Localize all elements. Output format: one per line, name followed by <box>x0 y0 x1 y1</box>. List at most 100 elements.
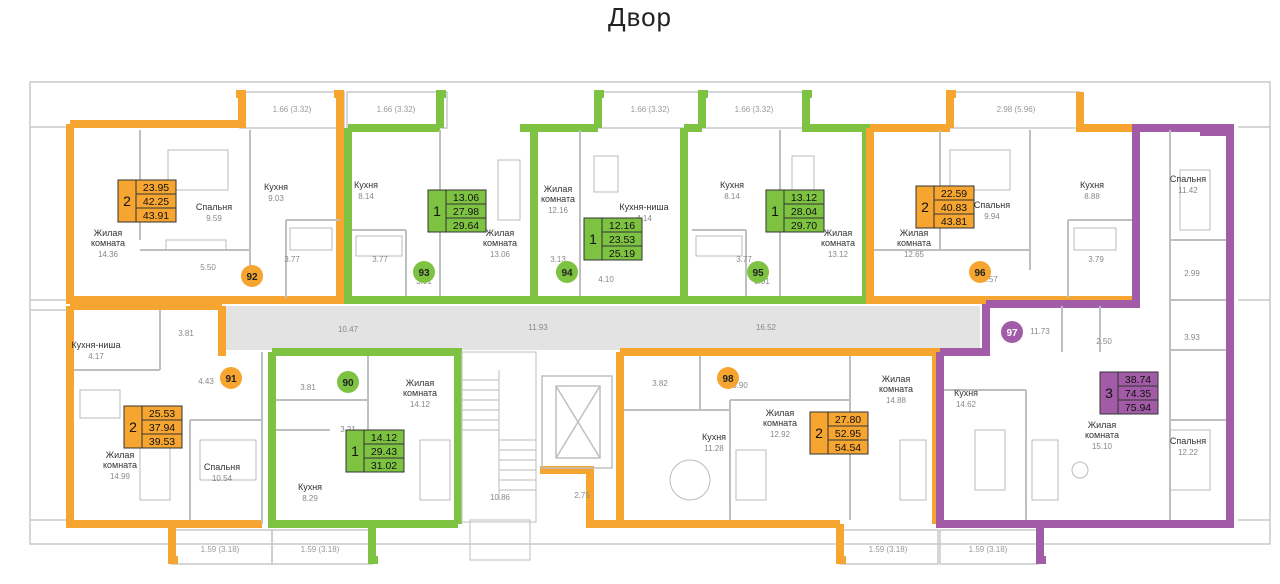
apartment-area-value: 54.54 <box>835 442 861 454</box>
room-area: 13.06 <box>490 250 511 259</box>
corridor-area: 10.47 <box>338 325 359 334</box>
room-area: 5.50 <box>200 263 216 272</box>
apartment-area-value: 27.80 <box>835 414 861 426</box>
apartment-number-circle <box>717 367 739 389</box>
room-area: 3.79 <box>1088 255 1104 264</box>
room-name: комната <box>763 418 797 428</box>
balcony-area: 1.59 (3.18) <box>301 545 340 554</box>
apartment-area-value: 43.91 <box>143 210 169 222</box>
apartment-info-box <box>345 429 405 473</box>
apartment-room-count: 2 <box>123 193 131 209</box>
apartment-area-value: 29.64 <box>453 220 479 232</box>
apartment-info-box <box>915 185 975 229</box>
apartment-room-count: 2 <box>921 199 929 215</box>
corridor-area: 16.52 <box>756 323 777 332</box>
apartment-number: 94 <box>561 268 573 279</box>
apartment-room-count: 1 <box>589 231 597 247</box>
room-area: 4.43 <box>198 377 214 386</box>
room-area: 12.16 <box>548 206 569 215</box>
room-area: 9.03 <box>268 194 284 203</box>
room-area: 3.77 <box>372 255 388 264</box>
room-name: Кухня <box>354 180 378 190</box>
room-name: Кухня <box>954 388 978 398</box>
apartment-room-count: 3 <box>1105 385 1113 401</box>
balcony-area: 1.66 (3.32) <box>273 105 312 114</box>
apartment-number: 98 <box>722 374 734 385</box>
room-name: комната <box>821 238 855 248</box>
apartment-badge-92: 92 2 23.95 42.25 43.91 <box>117 179 263 287</box>
room-area: 4.14 <box>636 214 652 223</box>
room-name: комната <box>879 384 913 394</box>
room-name: Спальня <box>196 202 232 212</box>
apartment-number: 95 <box>752 268 764 279</box>
apartment-number: 96 <box>974 268 986 279</box>
balcony-area: 1.66 (3.32) <box>631 105 670 114</box>
apartment-area-value: 13.12 <box>791 192 817 204</box>
room-area: 11.42 <box>1178 186 1198 195</box>
apartment-area-value: 43.81 <box>941 216 967 228</box>
room-area: 8.14 <box>358 192 374 201</box>
furniture <box>79 149 1211 501</box>
apartment-badges: 92223.9542.2543.9193113.0627.9829.649411… <box>117 179 1159 473</box>
apartment-info-box <box>765 189 825 233</box>
apartment-area-value: 74.35 <box>1125 388 1151 400</box>
apartment-number-circle <box>969 261 991 283</box>
room-name: комната <box>91 238 125 248</box>
balcony-area: 1.59 (3.18) <box>969 545 1008 554</box>
apartment-area-value: 13.06 <box>453 192 479 204</box>
room-area: 14.99 <box>110 472 131 481</box>
room-name: Жилая <box>406 378 435 388</box>
room-area: 15.10 <box>1092 442 1113 451</box>
apartment-area-value: 38.74 <box>1125 374 1151 386</box>
room-area: 3.81 <box>300 383 316 392</box>
apartment-number-circle <box>220 367 242 389</box>
apartment-area-value: 75.94 <box>1125 402 1151 414</box>
apartment-area-value: 52.95 <box>835 428 861 440</box>
courtyard-title: Двор <box>607 2 673 32</box>
apartment-number-circle <box>1001 321 1023 343</box>
apartment-number-circle <box>747 261 769 283</box>
apartment-info-box <box>583 217 643 261</box>
room-name: Кухня-ниша <box>619 202 668 212</box>
apartment-number: 93 <box>418 268 430 279</box>
building-outline <box>29 81 1271 545</box>
room-area: 9.59 <box>206 214 222 223</box>
apartment-room-count: 1 <box>351 443 359 459</box>
apartment-area-value: 23.95 <box>143 182 169 194</box>
room-name: Спальня <box>204 462 240 472</box>
room-name: Жилая <box>544 184 573 194</box>
room-labels: СпальняКухняЖилаякомнатаКухняЖилаякомнат… <box>71 174 1206 492</box>
balcony-area: 1.66 (3.32) <box>735 105 774 114</box>
apartment-area-value: 28.04 <box>791 206 817 218</box>
room-area: 3.93 <box>1184 333 1200 342</box>
room-name: Жилая <box>824 228 853 238</box>
apartment-area-value: 37.94 <box>149 422 175 434</box>
apartment-number: 97 <box>1006 328 1018 339</box>
room-area: 12.22 <box>1178 448 1199 457</box>
room-name: комната <box>541 194 575 204</box>
room-name: Кухня <box>702 432 726 442</box>
apartment-area-value: 12.16 <box>609 220 635 232</box>
balcony-area: 1.59 (3.18) <box>201 545 240 554</box>
corridor-area: 11.93 <box>528 323 548 332</box>
apartment-number: 92 <box>246 272 258 283</box>
apartment-area-value: 40.83 <box>941 202 967 214</box>
room-name: комната <box>103 460 137 470</box>
room-name: Кухня <box>264 182 288 192</box>
apartment-area-value: 42.25 <box>143 196 169 208</box>
room-name: комната <box>403 388 437 398</box>
apartment-area-value: 23.53 <box>609 234 635 246</box>
room-name: Спальня <box>1170 174 1206 184</box>
room-area: 8.14 <box>724 192 740 201</box>
apartment-info-box <box>123 405 183 449</box>
room-name: Кухня <box>720 180 744 190</box>
room-name: Жилая <box>882 374 911 384</box>
apartment-area-value: 39.53 <box>149 436 175 448</box>
room-name: Кухня-ниша <box>71 340 120 350</box>
room-name: Жилая <box>900 228 929 238</box>
room-area: 9.94 <box>984 212 1000 221</box>
